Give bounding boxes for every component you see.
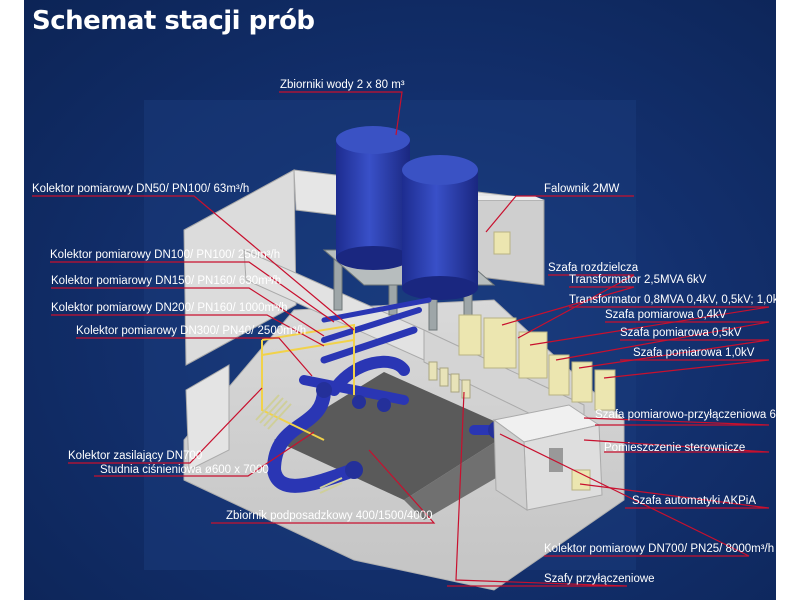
control-room <box>492 404 603 511</box>
left-block <box>185 364 230 471</box>
label-kolektor-dn150: Kolektor pomiarowy DN150/ PN160/ 630m³/h <box>51 275 282 287</box>
label-kolektor-dn200: Kolektor pomiarowy DN200/ PN160/ 1000m³/… <box>51 302 288 314</box>
stairs <box>255 394 343 494</box>
label-kolektor-dn50: Kolektor pomiarowy DN50/ PN100/ 63m³/h <box>32 183 250 195</box>
label-pomieszczenie: Pomieszczenie sterownicze <box>604 442 746 454</box>
pit-floor <box>274 372 514 500</box>
measuring-rack <box>261 323 355 441</box>
leader-lines <box>32 91 770 587</box>
label-szafa-rozdzielcza: Szafa rozdzielcza <box>548 262 639 274</box>
label-kolektor-dn700: Kolektor pomiarowy DN700/ PN25/ 8000m³/h <box>544 543 775 555</box>
label-szafa-05: Szafa pomiarowa 0,5kV <box>620 327 742 339</box>
label-kolektor-zasilajacy: Kolektor zasilający DN700 <box>68 450 203 462</box>
label-akpia: Szafa automatyki AKPiA <box>632 495 757 507</box>
label-water-tanks: Zbiorniki wody 2 x 80 m³ <box>280 79 405 91</box>
electrical-cabinets <box>458 314 616 411</box>
right-wall-top <box>464 196 544 200</box>
label-kolektor-dn300: Kolektor pomiarowy DN300/ PN40/ 2500m³/h <box>76 325 307 337</box>
water-tank-2 <box>402 155 478 300</box>
pipe-flanges <box>316 382 506 479</box>
label-szafa-04: Szafa pomiarowa 0,4kV <box>605 309 727 321</box>
label-transformator-25: Transformator 2,5MVA 6kV <box>569 274 707 286</box>
diagram-slide: Schemat stacji prób <box>24 0 776 600</box>
page-title: Schemat stacji prób <box>32 6 315 36</box>
connection-cabinets <box>428 361 471 399</box>
label-szafy-przylaczeniowe: Szafy przyłączeniowe <box>544 573 655 585</box>
label-studnia: Studnia ciśnieniowa ø600 x 7000 <box>100 464 269 476</box>
back-wall-left <box>183 169 297 366</box>
label-szafa-10: Szafa pomiarowa 1,0kV <box>633 347 755 359</box>
plant-illustration <box>32 91 770 591</box>
label-zbiornik-podposadzkowy: Zbiornik podposadzkowy 400/1500/4000 <box>226 510 433 522</box>
inverter <box>493 231 511 255</box>
label-szafa-przylaczeniowa: Szafa pomiarowo-przyłączeniowa 6kV <box>595 409 776 421</box>
label-falownik: Falownik 2MW <box>544 183 620 195</box>
label-kolektor-dn100: Kolektor pomiarowy DN100/ PN100/ 250m³/h <box>50 249 281 261</box>
water-tank-1 <box>336 126 410 270</box>
label-transformator-08: Transformator 0,8MVA 0,4kV, 0,5kV; 1,0kV… <box>569 294 776 306</box>
